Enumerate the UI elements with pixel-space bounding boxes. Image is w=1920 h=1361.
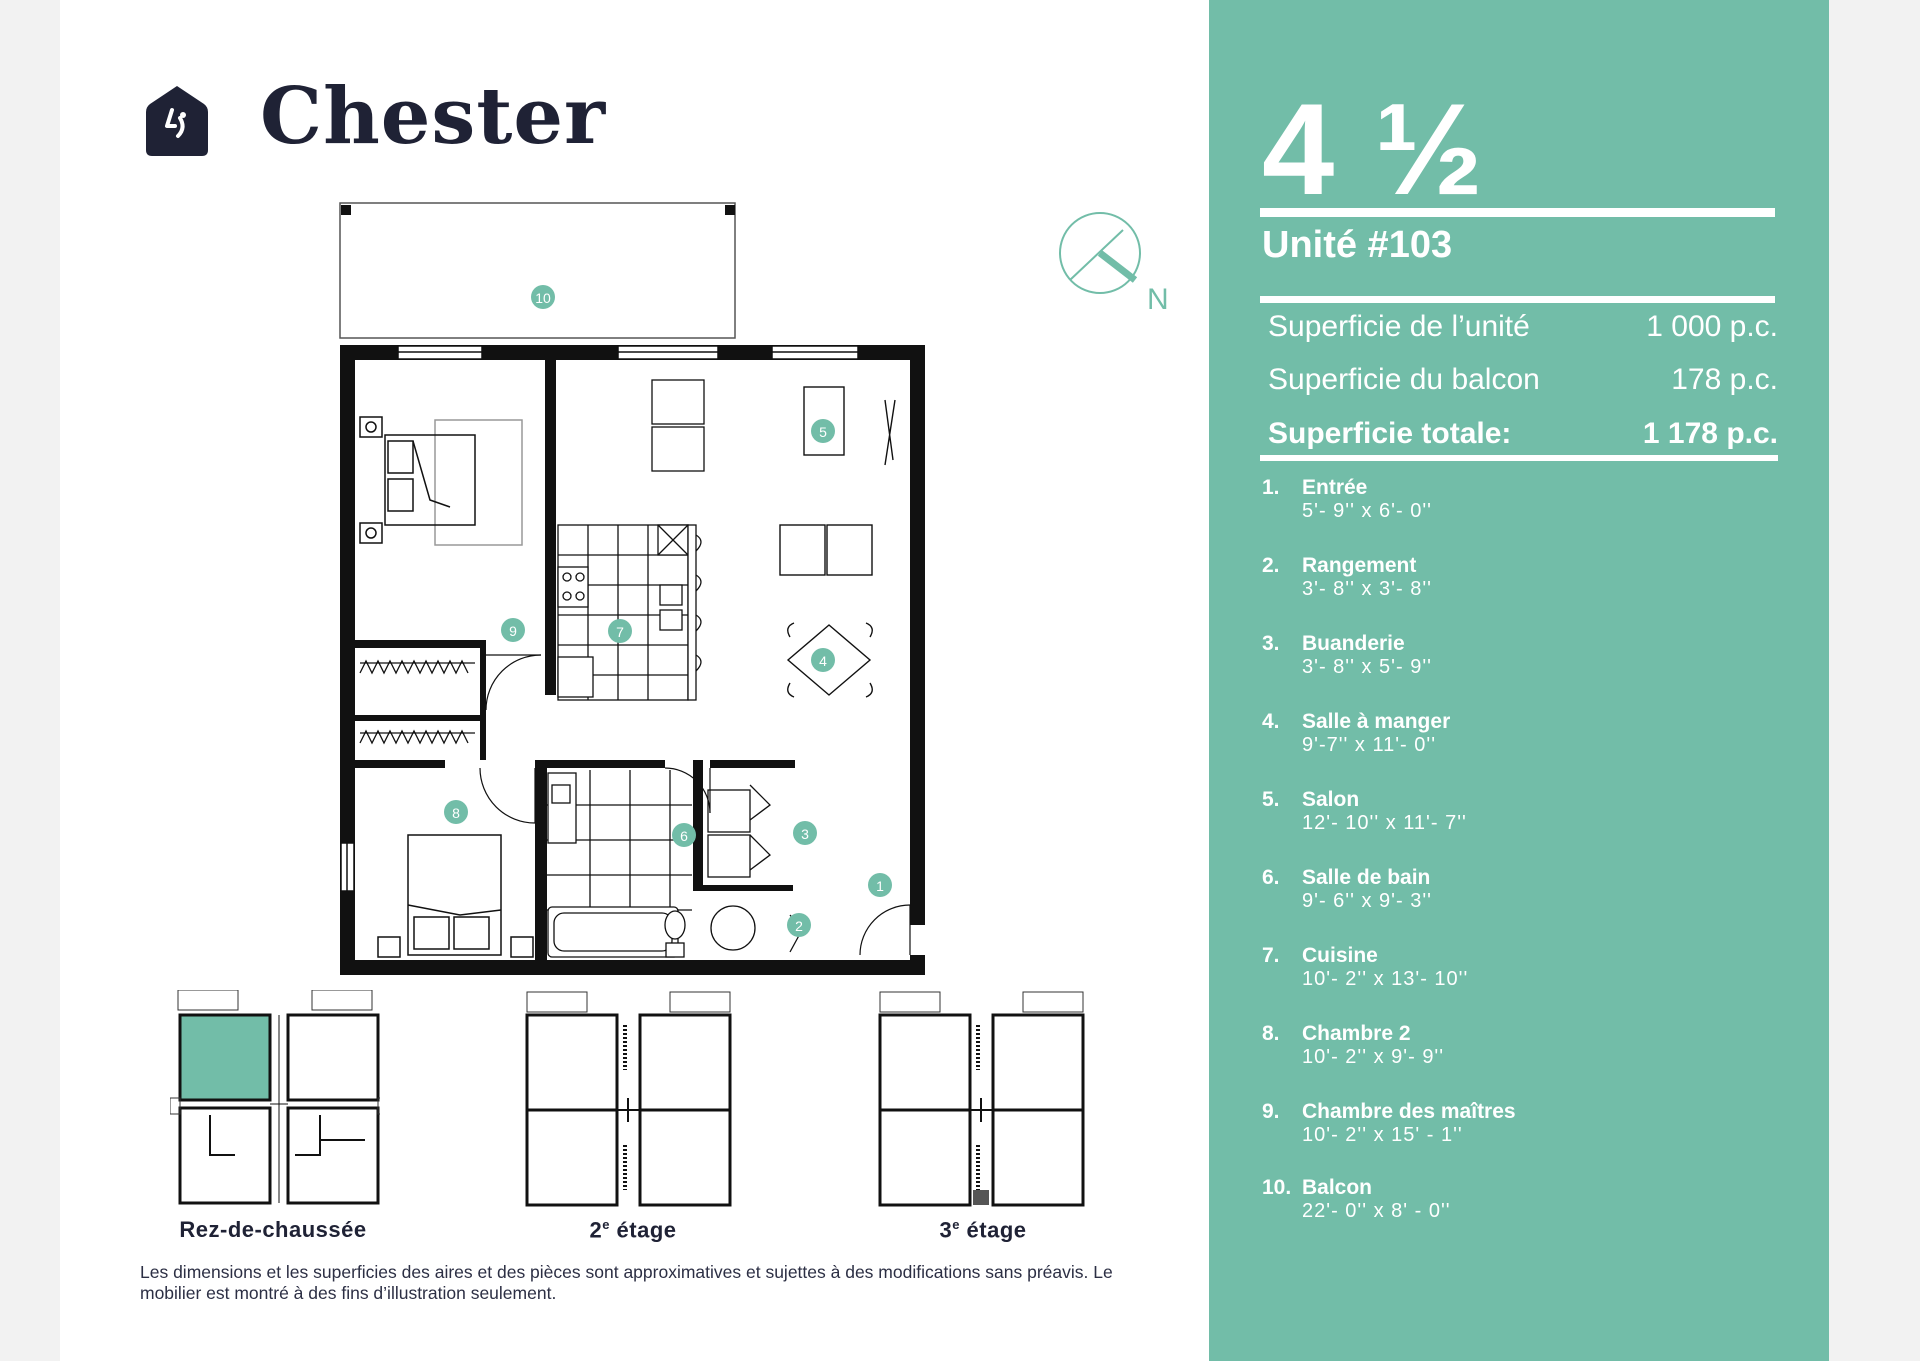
north-compass-icon: N: [1059, 212, 1169, 315]
svg-text:6: 6: [680, 828, 688, 844]
master-bed: [359, 416, 523, 546]
svg-text:5: 5: [819, 424, 827, 440]
unit-type: 4 ½: [1262, 76, 1485, 222]
room-marker-9: 9: [501, 618, 525, 642]
floor-label-rez: Rez-de-chaussée: [179, 1217, 367, 1242]
bathroom: [547, 770, 692, 958]
closets: [359, 659, 475, 745]
laundry-storage: [707, 784, 803, 953]
outer-walls: [340, 345, 925, 975]
disclaimer-text: Les dimensions et les superficies des ai…: [140, 1262, 1113, 1303]
kitchen: [557, 379, 705, 701]
room-marker-4: 4: [811, 648, 835, 672]
divider: [1260, 296, 1775, 303]
divider: [1260, 208, 1775, 217]
door-swings: [479, 654, 911, 956]
unit-info-panel: [1209, 0, 1829, 1361]
svg-text:1: 1: [876, 878, 884, 894]
svg-text:9: 9: [509, 623, 517, 639]
floor-mini-3: [878, 991, 1085, 1207]
house-smile-icon: [146, 86, 208, 156]
floor-mini-rez: [170, 990, 380, 1205]
area-value: 1 000 p.c.: [1646, 310, 1778, 343]
svg-text:8: 8: [452, 805, 460, 821]
room-marker-10: 10: [531, 285, 555, 309]
north-label: N: [1147, 283, 1169, 315]
room-markers: 10 5 9 7 4 8 6 3 1 2: [444, 285, 892, 937]
room-marker-3: 3: [793, 821, 817, 845]
room-marker-8: 8: [444, 800, 468, 824]
area-label: Superficie de l’unité: [1268, 310, 1530, 343]
area-label: Superficie du balcon: [1268, 363, 1540, 396]
floor-mini-2: [525, 991, 732, 1207]
living-dining-furniture: [779, 386, 896, 698]
svg-text:10: 10: [535, 290, 551, 306]
area-value: 178 p.c.: [1671, 363, 1778, 396]
area-row-balcony: Superficie du balcon 178 p.c.: [1268, 363, 1778, 397]
area-row-total: Superficie totale: 1 178 p.c.: [1268, 417, 1778, 451]
brand-name: Chester: [260, 71, 607, 162]
svg-text:7: 7: [616, 624, 624, 640]
room-marker-6: 6: [672, 823, 696, 847]
unit-number: Unité #103: [1262, 224, 1453, 266]
balcony: [339, 202, 736, 339]
room-marker-5: 5: [811, 419, 835, 443]
windows: [340, 345, 859, 892]
area-label: Superficie totale:: [1268, 417, 1512, 450]
divider: [1260, 455, 1778, 461]
svg-text:3: 3: [801, 826, 809, 842]
bed-2: [377, 834, 534, 958]
room-marker-2: 2: [787, 913, 811, 937]
floor-label-3: 3e étage: [939, 1217, 1027, 1243]
svg-text:2: 2: [795, 918, 803, 934]
area-value: 1 178 p.c.: [1642, 417, 1778, 450]
interior-walls: [355, 355, 795, 960]
floor-plan: 10 5 9 7 4 8 6 3 1 2: [339, 202, 925, 975]
room-marker-7: 7: [608, 619, 632, 643]
floor-label-2: 2e étage: [589, 1217, 677, 1243]
area-row-unit: Superficie de l’unité 1 000 p.c.: [1268, 310, 1778, 344]
room-marker-1: 1: [868, 873, 892, 897]
svg-text:4: 4: [819, 653, 827, 669]
